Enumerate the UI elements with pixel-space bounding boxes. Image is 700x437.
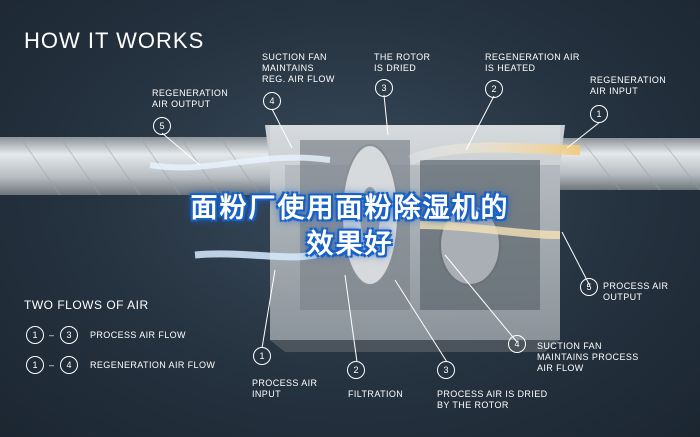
overlay-headline-line1: 面粉厂使用面粉除湿机的: [190, 193, 510, 223]
legend-from-badge: 1: [26, 356, 44, 374]
callout-suction-fan-reg-label: SUCTION FAN MAINTAINS REG. AIR FLOW: [262, 52, 335, 84]
page-title: HOW IT WORKS: [24, 28, 205, 53]
cool-air-flow-top: [149, 154, 331, 171]
callout-regeneration-input-label: REGENERATION AIR INPUT: [590, 75, 667, 96]
legend-to-badge: 4: [60, 356, 78, 374]
callout-2-badge: 2: [485, 80, 503, 98]
callout-4-badge: 4: [263, 92, 281, 110]
callout-process-5-badge: 5: [580, 278, 598, 296]
callout-process-1-badge: 1: [253, 347, 271, 365]
legend-dash: –: [49, 330, 55, 340]
legend-process-air-flow-label: PROCESS AIR FLOW: [90, 330, 186, 340]
callout-process-air-output-label: PROCESS AIR OUTPUT: [603, 281, 669, 302]
left-duct: [0, 137, 285, 195]
callout-1-badge: 1: [590, 105, 608, 123]
legend-to-badge: 3: [60, 326, 78, 344]
legend-from-badge: 1: [26, 326, 44, 344]
legend-title: TWO FLOWS OF AIR: [24, 298, 149, 312]
callout-process-air-input-label: PROCESS AIR INPUT: [252, 378, 318, 399]
callout-rotor-dried-label: THE ROTOR IS DRIED: [374, 52, 431, 73]
legend-dash: –: [49, 360, 55, 370]
callout-3-badge: 3: [375, 79, 393, 97]
cool-air-flow-bottom: [194, 246, 332, 261]
callout-process-2-badge: 2: [347, 361, 365, 379]
callout-regeneration-air-output-label: REGENERATION AIR OUTPUT: [152, 88, 229, 109]
right-duct: [560, 138, 700, 190]
callout-filtration-label: FILTRATION: [348, 389, 404, 399]
legend-regeneration-air-flow-label: REGENERATION AIR FLOW: [90, 360, 216, 370]
callout-process-dried-label: PROCESS AIR IS DRIED BY THE ROTOR: [437, 389, 548, 410]
callout-5-badge: 5: [153, 117, 171, 135]
callout-suction-fan-process-label: SUCTION FAN MAINTAINS PROCESS AIR FLOW: [537, 341, 639, 373]
callout-regeneration-heated-label: REGENERATION AIR IS HEATED: [485, 52, 580, 73]
callout-process-3-badge: 3: [437, 361, 455, 379]
callout-process-4-badge: 4: [508, 335, 526, 353]
hot-air-flow: [408, 142, 581, 165]
overlay-headline-line2: 效果好: [306, 229, 394, 259]
